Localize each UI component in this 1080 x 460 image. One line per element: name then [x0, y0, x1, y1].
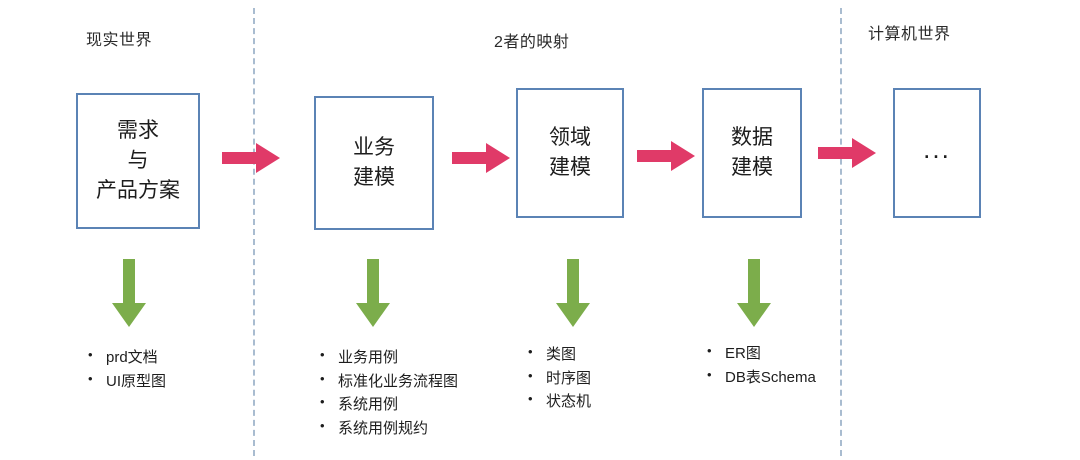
artifact-list-business: 业务用例 标准化业务流程图 系统用例 系统用例规约: [320, 345, 458, 441]
stage-text-line: 建模: [731, 156, 773, 179]
stage-box-more-text: ...: [923, 134, 951, 164]
zone-divider-right: [840, 8, 842, 456]
artifact-list-data: ER图 DB表Schema: [707, 341, 816, 390]
zone-label-computer-world: 计算机世界: [868, 26, 951, 43]
list-item: 类图: [528, 342, 591, 367]
stage-box-requirements-text: 需求 与 产品方案: [96, 116, 180, 205]
stage-box-data-modeling[interactable]: 数据 建模: [702, 88, 802, 218]
stage-box-requirements[interactable]: 需求 与 产品方案: [76, 93, 200, 229]
zone-label-mapping: 2者的映射: [494, 34, 570, 51]
list-item: ER图: [707, 341, 816, 366]
list-item: 系统用例规约: [320, 416, 458, 441]
stage-box-data-modeling-text: 数据 建模: [731, 123, 773, 183]
stage-box-domain-modeling-text: 领域 建模: [549, 123, 591, 183]
artifact-list-domain: 类图 时序图 状态机: [528, 342, 591, 414]
stage-text-line: 建模: [353, 166, 395, 189]
output-arrow-down-icon: [737, 259, 771, 327]
stage-text-line: 需求: [117, 119, 159, 143]
flow-arrow-right-icon: [818, 138, 876, 168]
flow-arrow-right-icon: [222, 143, 280, 173]
stage-text-line: 产品方案: [96, 178, 180, 202]
stage-text-line: 建模: [549, 156, 591, 179]
list-item: DB表Schema: [707, 365, 816, 390]
list-item: UI原型图: [88, 369, 166, 394]
list-item: 时序图: [528, 366, 591, 391]
stage-text-line: 业务: [353, 136, 395, 160]
list-item: 标准化业务流程图: [320, 369, 458, 394]
list-item: 系统用例: [320, 392, 458, 417]
stage-text-line: 数据: [731, 126, 773, 150]
list-item: 业务用例: [320, 345, 458, 370]
output-arrow-down-icon: [356, 259, 390, 327]
flow-arrow-right-icon: [637, 141, 695, 171]
stage-box-business-modeling[interactable]: 业务 建模: [314, 96, 434, 230]
output-arrow-down-icon: [112, 259, 146, 327]
list-item: 状态机: [528, 389, 591, 414]
stage-box-more[interactable]: ...: [893, 88, 981, 218]
zone-label-real-world: 现实世界: [86, 32, 153, 49]
zone-divider-left: [253, 8, 255, 456]
stage-text-line: 领域: [549, 126, 591, 150]
list-item: prd文档: [88, 345, 166, 370]
output-arrow-down-icon: [556, 259, 590, 327]
stage-box-domain-modeling[interactable]: 领域 建模: [516, 88, 624, 218]
stage-box-business-modeling-text: 业务 建模: [353, 133, 395, 193]
stage-text-line: 与: [127, 149, 149, 173]
flow-arrow-right-icon: [452, 143, 510, 173]
artifact-list-requirements: prd文档 UI原型图: [88, 345, 166, 394]
